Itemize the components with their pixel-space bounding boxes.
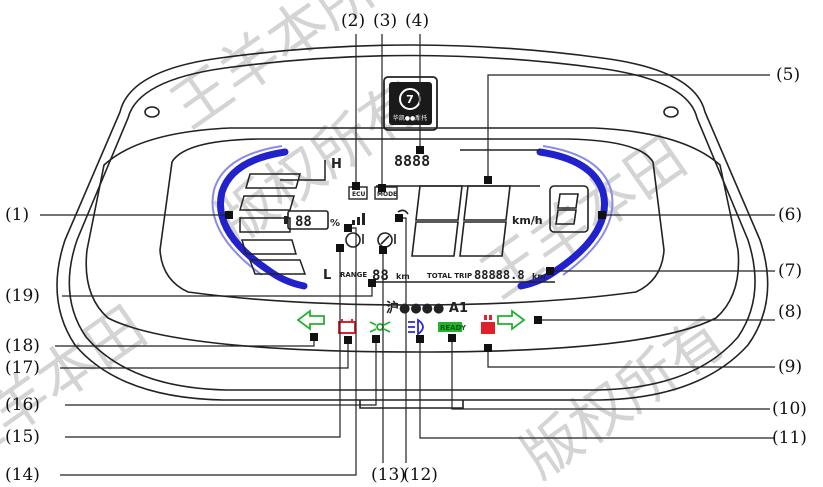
callout-8: (8) — [778, 302, 803, 322]
callout-14: (14) — [5, 465, 40, 485]
blue-glow — [211, 145, 614, 276]
battery-icon — [284, 210, 329, 230]
callout-12: (12) — [403, 465, 438, 485]
gauge-high-mark: H — [331, 157, 342, 172]
callout-1: (1) — [5, 205, 30, 225]
range-label: RANGE — [340, 271, 367, 279]
callout-19: (19) — [5, 286, 40, 306]
blue-range-arcs — [217, 148, 608, 290]
callout-16: (16) — [5, 395, 40, 415]
callout-6: (6) — [778, 205, 803, 225]
license-plate: 沪●●●● A1 — [386, 300, 468, 316]
total-trip-unit: km — [532, 272, 546, 281]
signal-icon — [352, 213, 365, 225]
gear-indicator — [549, 185, 589, 233]
mode-label: MODE — [377, 191, 397, 198]
callout-9: (9) — [778, 357, 803, 377]
callout-11: (11) — [772, 428, 807, 448]
brand-logo: 7 华凯●●摩托 — [383, 76, 438, 131]
callout-17: (17) — [5, 358, 40, 378]
range-unit: km — [396, 272, 410, 281]
watermark-text: 王羊本田 — [469, 123, 698, 312]
svg-text:7: 7 — [406, 93, 414, 106]
range-value: 88 — [372, 268, 389, 284]
speed-unit: km/h — [512, 214, 543, 227]
watermark-text: 王羊本田 — [0, 293, 158, 482]
total-trip-value: 88888.8 — [474, 268, 525, 282]
battery-warning-icon — [338, 321, 356, 334]
callout-4: (4) — [405, 11, 430, 31]
ecu-label: ECU — [352, 191, 366, 198]
level-gauge-bars — [239, 160, 326, 275]
ready-indicator — [438, 322, 462, 332]
callout-3: (3) — [373, 11, 398, 31]
odometer-small: 8888 — [394, 152, 430, 170]
callout-15: (15) — [5, 427, 40, 447]
logo-text: 华凯●●摩托 — [393, 114, 427, 122]
callout-7: (7) — [778, 261, 803, 281]
motor-fault-icon — [481, 315, 495, 334]
gauge-low-mark: L — [323, 268, 331, 283]
left-turn-icon — [296, 309, 325, 331]
ready-label: READY — [440, 324, 467, 332]
callout-2: (2) — [341, 11, 366, 31]
position-light-icon — [369, 321, 391, 333]
watermark-text: 版权所有 — [509, 303, 738, 487]
leader-markers — [225, 146, 606, 352]
callout-13: (13) — [371, 465, 406, 485]
callout-5: (5) — [776, 65, 801, 85]
battery-percent: 88 — [295, 214, 312, 230]
indicator-row: READY — [296, 309, 526, 336]
callout-18: (18) — [5, 336, 40, 356]
high-beam-icon — [408, 318, 424, 336]
service-icons — [345, 209, 409, 248]
total-trip-label: TOTAL TRIP — [427, 272, 472, 280]
callout-10: (10) — [772, 399, 807, 419]
battery-percent-sign: % — [330, 218, 340, 229]
speed-digits — [411, 185, 511, 257]
right-turn-icon — [497, 309, 526, 331]
